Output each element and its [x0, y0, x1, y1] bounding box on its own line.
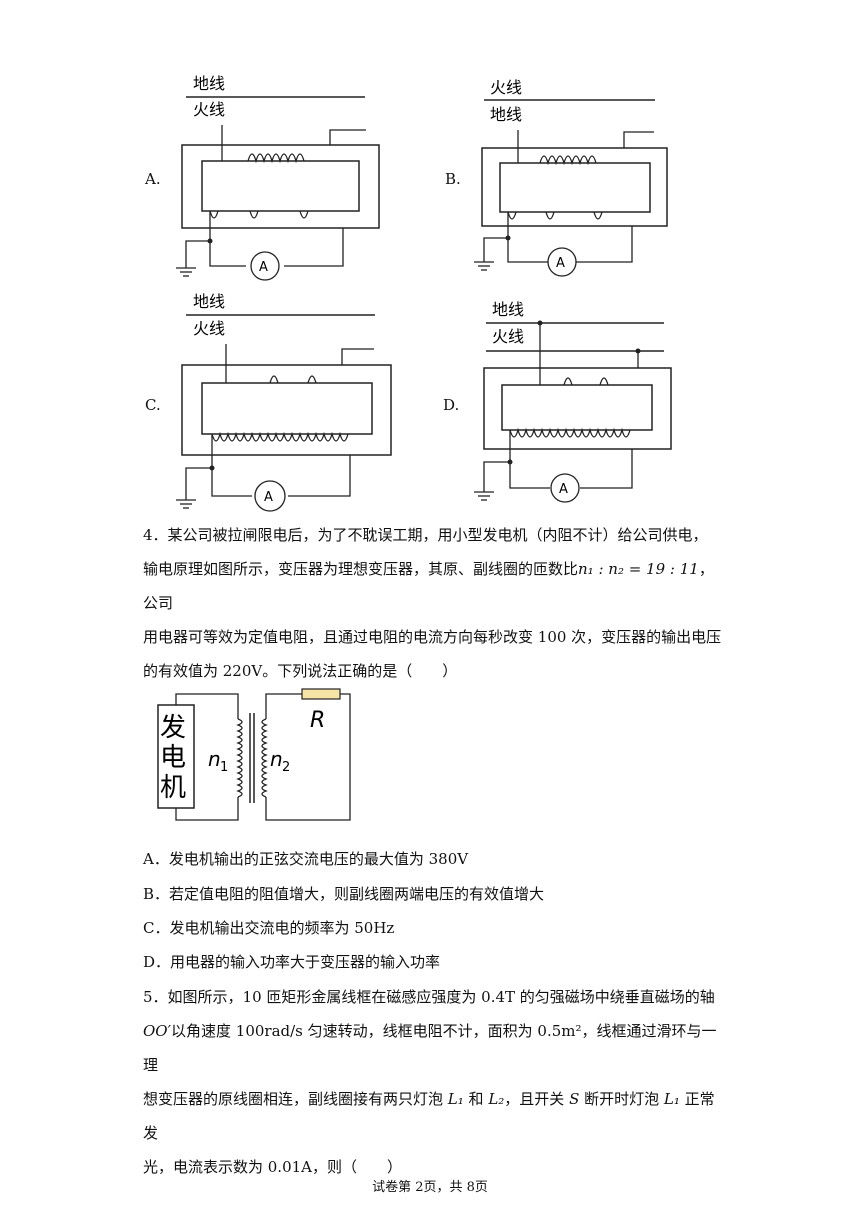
diagram-option-b: 火线 地线 A	[474, 78, 668, 277]
q5-line-4: 光，电流表示数为 0.01A，则（ ）	[143, 1158, 403, 1176]
wire-label-bottom: 火线	[193, 319, 225, 338]
page-footer: 试卷第 2页，共 8页	[372, 1180, 488, 1195]
wire-label-bottom: 火线	[492, 327, 524, 346]
question-5-text: 5．如图所示，10 匝矩形金属线框在磁感应强度为 0.4T 的匀强磁场中绕垂直磁…	[143, 980, 723, 1184]
wire-label-top: 火线	[490, 78, 522, 97]
option-label-c: C.	[145, 396, 161, 414]
n2-subscript: 2	[282, 760, 290, 775]
n2-label: n	[270, 747, 283, 771]
ammeter-label: A	[259, 260, 268, 275]
diagram-option-c: 地线 火线 A	[176, 292, 392, 512]
wire-label-bottom: 地线	[490, 105, 522, 124]
diagram-option-d: 地线 火线 A	[474, 300, 672, 503]
resistor-label: R	[310, 708, 325, 733]
q4-answer-b: B．若定值电阻的阻值增大，则副线圈两端电压的有效值增大	[143, 885, 545, 903]
q4-line-1: 4．某公司被拉闸限电后，为了不耽误工期，用小型发电机（内阻不计）给公司供电，	[143, 526, 708, 544]
n1-label: n	[208, 747, 221, 771]
q4-line-3: 用电器可等效为定值电阻，且通过电阻的电流方向每秒改变 100 次，变压器的输出电…	[143, 628, 722, 646]
ammeter-label: A	[556, 256, 565, 271]
option-label-b: B.	[445, 170, 461, 188]
wire-label-bottom: 火线	[193, 100, 225, 119]
q4-number: 4．	[143, 526, 168, 544]
ammeter-label: A	[264, 490, 273, 505]
turns-ratio: n₁ : n₂ = 19 : 11	[578, 560, 699, 578]
transformer-circuit-figure: 发 电 机 R n 1 n 2	[157, 688, 351, 821]
wire-label-top: 地线	[193, 74, 225, 93]
q5-line-2: OO′以角速度 100rad/s 匀速转动，线框电阻不计，面积为 0.5m²，线…	[143, 1022, 717, 1074]
q4-answer-d: D．用电器的输入功率大于变压器的输入功率	[143, 953, 441, 971]
q4-line-4: 的有效值为 220V。下列说法正确的是（ ）	[143, 662, 458, 680]
q5-line-1: 5．如图所示，10 匝矩形金属线框在磁感应强度为 0.4T 的匀强磁场中绕垂直磁…	[143, 988, 715, 1006]
option-label-a: A.	[145, 170, 161, 188]
generator-char-1: 发	[160, 713, 186, 743]
q4-line-2: 输电原理如图所示，变压器为理想变压器，其原、副线圈的匝数比n₁ : n₂ = 1…	[143, 560, 714, 612]
ammeter-label: A	[559, 482, 568, 497]
generator-char-3: 机	[160, 773, 186, 803]
n1-subscript: 1	[220, 760, 228, 775]
generator-char-2: 电	[160, 743, 186, 773]
question-4-text: 4．某公司被拉闸限电后，为了不耽误工期，用小型发电机（内阻不计）给公司供电， 输…	[143, 518, 723, 688]
q5-line-3: 想变压器的原线圈相连，副线圈接有两只灯泡 L₁ 和 L₂，且开关 S 断开时灯泡…	[143, 1090, 715, 1142]
wire-label-top: 地线	[492, 300, 524, 319]
wire-label-top: 地线	[193, 292, 225, 311]
resistor-symbol	[301, 688, 341, 700]
option-label-d: D.	[443, 396, 460, 414]
q4-answer-a: A．发电机输出的正弦交流电压的最大值为 380V	[143, 850, 469, 868]
axis-label: OO′	[143, 1022, 172, 1040]
q4-answer-c: C．发电机输出交流电的频率为 50Hz	[143, 919, 395, 937]
diagram-option-a: 地线 火线 A	[176, 74, 380, 281]
